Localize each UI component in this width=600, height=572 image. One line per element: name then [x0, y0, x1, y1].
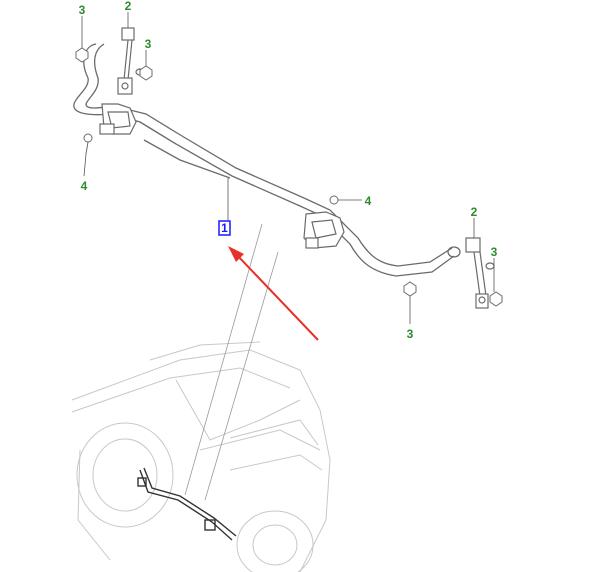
nut-right-top — [489, 291, 503, 307]
callout-main-box — [218, 220, 231, 236]
callout-bolt-right: 4 — [365, 194, 372, 208]
fasteners — [75, 47, 503, 307]
callout-nut-left-top: 3 — [79, 3, 86, 17]
callout-nut-left-mid: 3 — [145, 37, 152, 51]
nut-right-bottom — [403, 281, 417, 297]
stabilizer-bar — [73, 43, 461, 277]
left-link — [117, 27, 145, 95]
nut-left-mid — [139, 65, 153, 81]
callout-link-right: 2 — [471, 205, 478, 219]
bolt-left — [83, 133, 93, 143]
zoom-lines — [184, 223, 279, 501]
callout-link-left: 2 — [125, 0, 132, 13]
callout-bolt-left: 4 — [81, 179, 88, 193]
red-arrow-icon — [228, 246, 319, 341]
callout-main: 1 — [221, 221, 228, 235]
bolt-right — [329, 195, 339, 205]
callout-nut-right-top: 3 — [491, 245, 498, 259]
vehicle-outline — [71, 341, 331, 572]
right-link — [465, 237, 501, 309]
vehicle-stabilizer-bar — [137, 467, 237, 541]
callouts: 3 2 3 4 1 4 2 3 3 — [79, 0, 498, 341]
right-bushing — [303, 211, 345, 249]
leader-lines — [81, 12, 495, 324]
callout-nut-right-bottom: 3 — [407, 327, 414, 341]
left-bushing — [99, 103, 137, 135]
